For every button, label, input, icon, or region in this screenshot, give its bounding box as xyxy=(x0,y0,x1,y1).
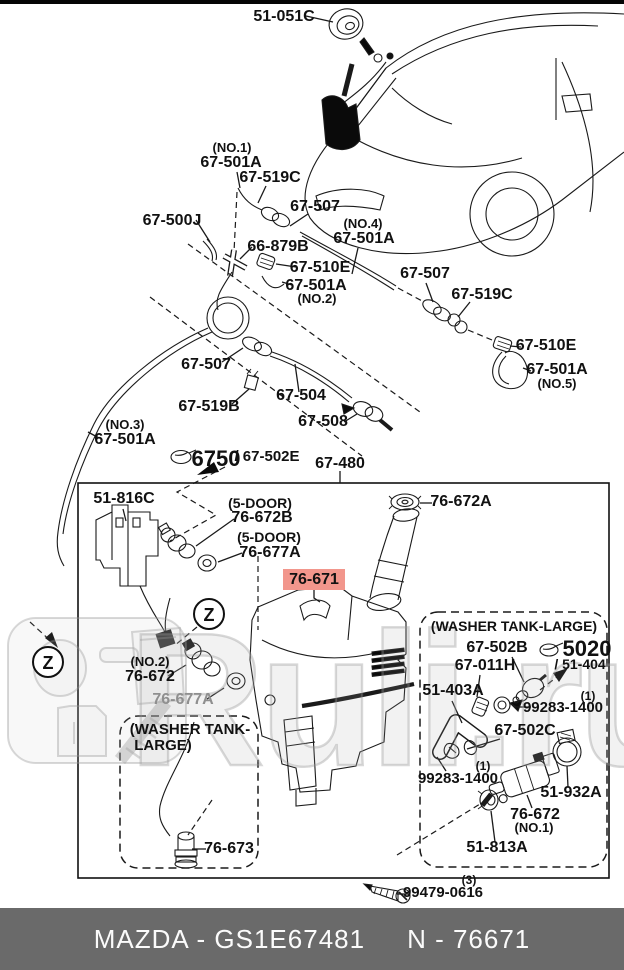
part-label-67-507-1: 67-507 xyxy=(290,198,340,215)
part-label-51-051C: 51-051C xyxy=(253,8,315,25)
part-label-67-507-3: 67-507 xyxy=(181,356,231,373)
part-label-no4: (NO.4) xyxy=(344,216,383,231)
highlight-box-76-671 xyxy=(283,569,345,590)
part-label-67-502C: 67-502C xyxy=(494,722,556,739)
clamps-67-502C-drawing xyxy=(443,740,478,759)
screw-99479-0616-drawing xyxy=(362,883,411,904)
part-label-51-404: / 51-404 xyxy=(554,656,606,672)
part-labels: 51-051C (NO.1) 67-501A 67-519C 67-507 (N… xyxy=(93,8,611,901)
part-label-6750: 6750 xyxy=(192,446,241,471)
clip-icon-6750 xyxy=(170,449,197,465)
part-label-51-403A: 51-403A xyxy=(422,682,484,699)
part-label-67-501A-no5: 67-501A xyxy=(526,361,588,378)
clip-icon-5020 xyxy=(539,642,564,657)
part-label-67-502B: 67-502B xyxy=(466,639,527,656)
part-label-76-673: 76-673 xyxy=(204,840,254,857)
view-marker-z-2: Z xyxy=(32,646,64,678)
leader-lines xyxy=(87,15,569,895)
part-label-67-502E: / 67-502E xyxy=(234,448,299,465)
part-label-67-519C-2: 67-519C xyxy=(451,286,513,303)
view-marker-z-1: Z xyxy=(193,598,225,630)
grommet-51-051C-drawing xyxy=(328,8,375,56)
part-label-no5: (NO.5) xyxy=(538,376,577,391)
elbow-51-403A-drawing xyxy=(432,714,488,760)
nozzle-76-673-drawing xyxy=(158,721,198,869)
part-label-51-813A: 51-813A xyxy=(466,839,528,856)
part-label-51-932A: 51-932A xyxy=(540,784,602,801)
part-label-no2-pump: (NO.2) xyxy=(131,654,170,669)
part-label-67-510E-2: 67-510E xyxy=(516,337,577,354)
part-qty-1a: (1) xyxy=(581,689,596,703)
cap-76-672A-drawing xyxy=(388,493,422,511)
part-qty-3: (3) xyxy=(462,873,477,887)
hose-drawing xyxy=(56,187,529,567)
catalog-footer-bar: MAZDA - GS1E67481 N - 76671 xyxy=(0,908,624,970)
part-label-5020: 5020 xyxy=(563,636,612,661)
part-label-99479-0616: 99479-0616 xyxy=(403,884,483,901)
svg-text:Z: Z xyxy=(43,653,54,673)
part-label-76-671: 76-671 xyxy=(289,571,339,588)
svg-text:Z: Z xyxy=(204,605,215,625)
washer-system-diagram: Ruli.ru Z Z 51-051C (NO.1) 67-501A 67-51… xyxy=(0,0,624,904)
part-label-no2: (NO.2) xyxy=(298,291,337,306)
part-label-66-879B: 66-879B xyxy=(247,238,308,255)
part-label-no1: (NO.1) xyxy=(213,140,252,155)
part-label-67-519C-1: 67-519C xyxy=(239,169,301,186)
box-title-washer-tank-large-right: (WASHER TANK-LARGE) xyxy=(431,618,597,634)
washer-tank-76-671-drawing xyxy=(249,508,420,807)
top-border xyxy=(0,0,624,4)
part-label-67-508: 67-508 xyxy=(298,413,348,430)
part-label-67-510E-1: 67-510E xyxy=(290,259,351,276)
grommet-51-813A-drawing xyxy=(477,789,499,811)
part-label-76-672-no2: 76-672 xyxy=(125,668,175,685)
part-label-67-501A-no3: 67-501A xyxy=(94,431,156,448)
part-label-5door-1: (5-DOOR) xyxy=(228,495,292,511)
part-label-67-501A-no2: 67-501A xyxy=(285,277,347,294)
box-title-washer-tank-line2: LARGE) xyxy=(134,737,192,754)
footer-brand-code: MAZDA - GS1E67481 xyxy=(93,923,366,954)
part-label-99283-1400-1: 99283-1400 xyxy=(523,699,603,716)
main-assembly-box xyxy=(77,482,610,879)
part-label-51-816C: 51-816C xyxy=(93,490,155,507)
bracket-51-816C-drawing xyxy=(95,504,176,649)
part-label-76-672B: 76-672B xyxy=(231,509,292,526)
part-label-no1-pump: (NO.1) xyxy=(515,820,554,835)
car-drawing xyxy=(304,12,624,257)
part-label-76-677A-gray: 76-677A xyxy=(152,691,214,708)
part-label-67-519B: 67-519B xyxy=(178,398,239,415)
box-title-washer-tank-line1: (WASHER TANK- xyxy=(130,721,251,738)
part-label-76-672-no1: 76-672 xyxy=(510,806,560,823)
part-label-67-011H: 67-011H xyxy=(455,657,516,674)
part-label-76-677A-5door: 76-677A xyxy=(239,544,301,561)
part-label-67-500J: 67-500J xyxy=(143,212,202,229)
construction-dashed-lines xyxy=(29,191,568,856)
part-label-67-501A-no4: 67-501A xyxy=(333,230,395,247)
part-label-67-501A-no1: 67-501A xyxy=(200,154,262,171)
valve-67-502B-drawing xyxy=(471,673,547,717)
part-label-no3: (NO.3) xyxy=(106,417,145,432)
washer-tank-large-right-box xyxy=(419,611,608,868)
part-qty-1b: (1) xyxy=(476,759,491,773)
pump-76-672-no2-drawing xyxy=(164,597,246,690)
part-label-99283-1400-2: 99283-1400 xyxy=(418,770,498,787)
part-label-5door-2: (5-DOOR) xyxy=(237,529,301,545)
pump-76-672B-drawing xyxy=(157,522,217,572)
part-label-67-480: 67-480 xyxy=(315,455,365,472)
part-label-67-507-2: 67-507 xyxy=(400,265,450,282)
footer-part-number: N - 76671 xyxy=(407,923,531,954)
part-label-76-672A: 76-672A xyxy=(430,493,492,510)
part-label-67-504: 67-504 xyxy=(276,387,326,404)
